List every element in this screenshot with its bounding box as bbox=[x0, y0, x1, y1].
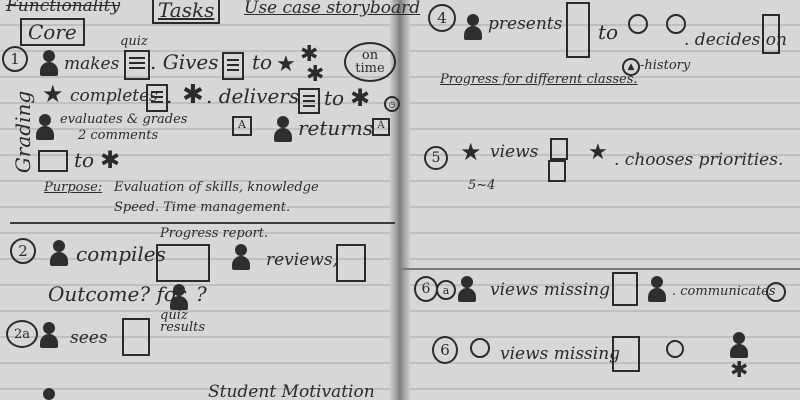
student-figure-icon bbox=[730, 332, 748, 358]
dot: . bbox=[166, 84, 173, 108]
completes-text: completes bbox=[70, 86, 158, 106]
section-divider bbox=[402, 268, 800, 270]
quiz-results-note: quiz results bbox=[160, 308, 206, 335]
graded-quiz-icon: A bbox=[232, 116, 252, 136]
progress-report-icon bbox=[156, 244, 210, 282]
delivers-text: . delivers bbox=[206, 84, 300, 108]
header-tasks: Tasks bbox=[152, 0, 221, 24]
progress-report-note: Progress report. bbox=[160, 226, 269, 241]
views-missing-text-2: views missing bbox=[500, 344, 621, 364]
progress-report-icon bbox=[336, 244, 366, 282]
gives-text: . Gives bbox=[150, 50, 219, 74]
student-figure-icon bbox=[50, 240, 68, 266]
student-figure-icon bbox=[464, 14, 482, 40]
to-text: to bbox=[74, 148, 95, 172]
s5-note: 5~4 bbox=[468, 178, 496, 193]
compiles-text: compiles bbox=[76, 242, 166, 266]
outcome-text: Outcome? for bbox=[48, 282, 186, 306]
section-divider bbox=[10, 222, 395, 224]
student-figure-icon bbox=[232, 244, 250, 270]
teacher-star-icon: ★ bbox=[276, 52, 296, 77]
question-mark: ? bbox=[196, 282, 207, 306]
views-text: views bbox=[490, 142, 539, 162]
header-struck-text: Functionality bbox=[6, 0, 121, 16]
student-star-figure-icon: ✱ bbox=[350, 84, 371, 112]
header-usecase: Use case storyboard bbox=[244, 0, 421, 18]
parent-figure-icon bbox=[470, 338, 490, 358]
comments-text: 2 comments bbox=[78, 128, 159, 143]
report-icon bbox=[612, 336, 640, 372]
graded-quiz-icon: A bbox=[372, 118, 390, 136]
student-star-figure-icon: ✱ bbox=[182, 80, 204, 110]
student-figure-icon bbox=[170, 284, 188, 310]
student-figure-icon bbox=[274, 116, 292, 142]
student-star-figure-icon: ✱ bbox=[300, 42, 319, 67]
quiz-results-icon bbox=[122, 318, 150, 356]
section-2-number: 2 bbox=[10, 238, 36, 264]
student-star-figure-icon: ✱ bbox=[100, 146, 121, 174]
student-figure-icon bbox=[458, 276, 476, 302]
presents-text: presents bbox=[488, 14, 563, 34]
quiz-document-icon bbox=[298, 88, 320, 114]
purpose-label: Purpose: bbox=[44, 180, 103, 195]
returns-text: returns bbox=[298, 116, 374, 140]
sees-text: sees bbox=[70, 328, 108, 348]
parent-figure-icon bbox=[628, 14, 648, 34]
progress-line: Progress for different classes. bbox=[440, 72, 638, 87]
quiz-document-icon bbox=[222, 52, 244, 80]
quiz-document-icon bbox=[146, 84, 168, 112]
section-6a-number: 6 bbox=[414, 276, 438, 302]
quiz-document-icon bbox=[124, 50, 150, 80]
section-2a-number: 2a bbox=[6, 320, 38, 348]
to-text: to bbox=[324, 86, 345, 110]
makes-text: makes bbox=[64, 54, 120, 74]
clock-icon: ◷ bbox=[384, 96, 400, 112]
student-figure-icon bbox=[40, 50, 58, 76]
purpose-line-2: Speed. Time management. bbox=[114, 200, 291, 215]
student-star-figure-icon: ✱ bbox=[730, 358, 749, 383]
history-icon: ▲ bbox=[622, 58, 640, 76]
student-figure-icon bbox=[36, 114, 54, 140]
report-icon bbox=[550, 138, 568, 160]
on-time-bubble: on time bbox=[344, 42, 396, 82]
views-missing-text: views missing bbox=[490, 280, 611, 300]
parent-figure-icon bbox=[666, 14, 686, 34]
chooses-text: . chooses priorities. bbox=[614, 150, 784, 170]
history-text: -history bbox=[640, 58, 691, 73]
report-icon bbox=[612, 272, 638, 306]
purpose-line-1: Evaluation of skills, knowledge bbox=[114, 180, 319, 195]
left-page bbox=[0, 0, 398, 400]
decides-on-text: . decides on bbox=[684, 30, 787, 50]
reviews-text: reviews, bbox=[266, 250, 338, 270]
report-icon bbox=[548, 160, 566, 182]
section-6-number: 6 bbox=[432, 336, 458, 364]
school-building-icon bbox=[762, 14, 780, 54]
student-star-figure-icon: ✱ bbox=[306, 62, 325, 87]
communicates-text: . communicates bbox=[672, 284, 776, 299]
grading-side-label: Grading bbox=[11, 90, 36, 174]
student-motivation-text: Student Motivation bbox=[208, 382, 375, 400]
teacher-star-icon: ★ bbox=[588, 140, 608, 165]
section-1-number: 1 bbox=[2, 46, 28, 72]
envelope-icon bbox=[38, 150, 68, 172]
parent-figure-icon bbox=[766, 282, 786, 302]
teacher-star-icon: ★ bbox=[42, 80, 64, 108]
evaluates-text: evaluates & grades bbox=[60, 112, 188, 127]
section-5-number: 5 bbox=[424, 146, 448, 170]
parent-figure-icon bbox=[666, 340, 684, 358]
core-label: Core bbox=[20, 18, 85, 46]
student-figure-icon bbox=[648, 276, 666, 302]
student-figure-icon bbox=[40, 388, 58, 400]
section-4-number: 4 bbox=[428, 4, 456, 32]
to-text: to bbox=[252, 50, 273, 74]
section-6a-sub: a bbox=[436, 280, 456, 300]
to-text: to bbox=[598, 20, 619, 44]
quiz-note: quiz bbox=[120, 34, 148, 49]
student-figure-icon bbox=[40, 322, 58, 348]
progress-report-icon bbox=[566, 2, 590, 58]
teacher-star-icon: ★ bbox=[460, 138, 482, 166]
